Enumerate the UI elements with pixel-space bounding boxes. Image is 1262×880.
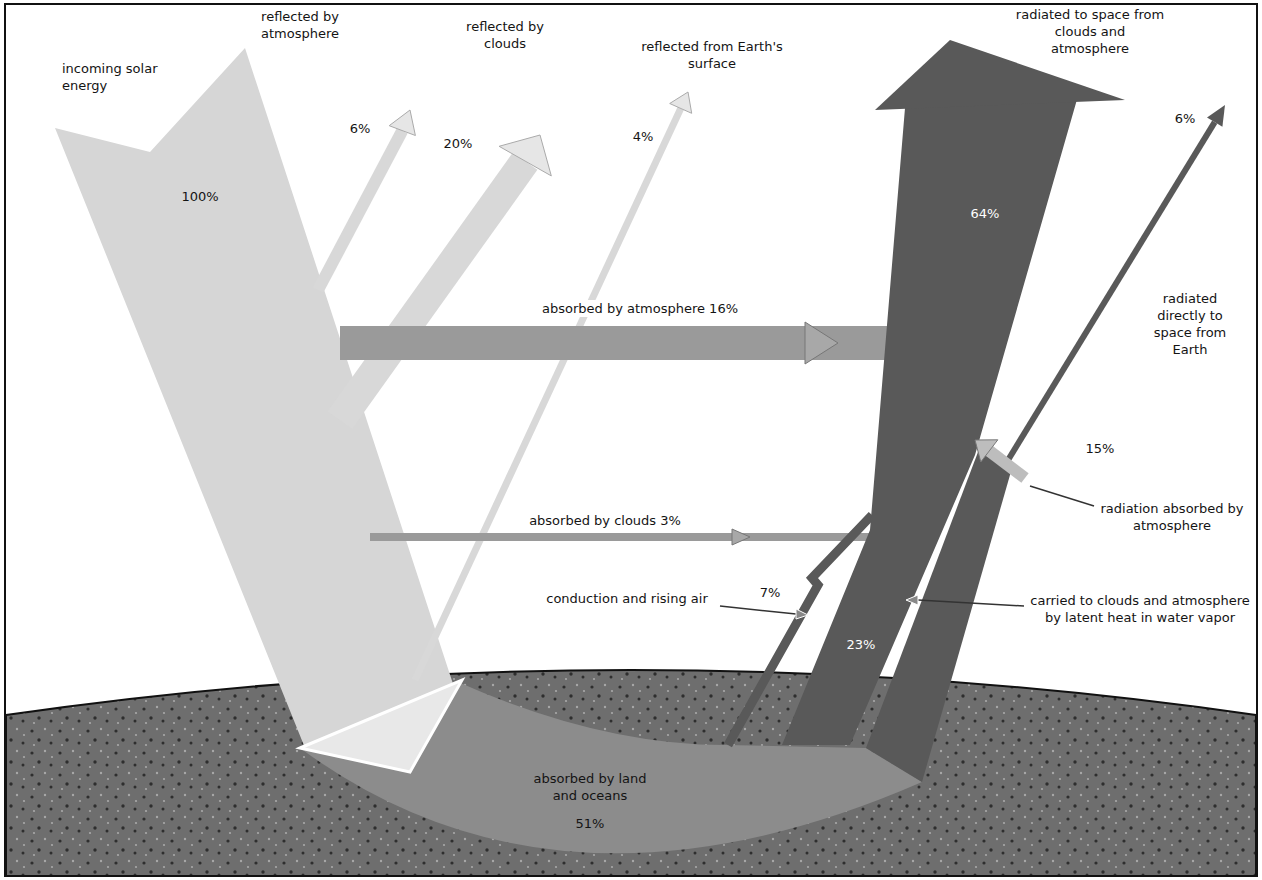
surface-radiation-band	[866, 452, 1012, 782]
flow-label: incoming solar energy	[62, 60, 180, 94]
reflected-surface-head	[670, 92, 692, 113]
flow-label: radiation absorbed by atmosphere	[1097, 500, 1247, 534]
incoming-arrowhead	[300, 680, 462, 772]
percent-label: 64%	[971, 205, 1000, 222]
percent-label: 4%	[633, 128, 654, 145]
reflected-clouds-head	[499, 135, 551, 176]
earth-ground	[6, 670, 1256, 876]
leader-pointer	[796, 609, 808, 619]
leader-line	[918, 600, 1024, 606]
flow-label: reflected from Earth's surface	[637, 38, 787, 72]
absorbed-radiation-shaft	[989, 451, 1025, 478]
percent-label: 23%	[847, 636, 876, 653]
flow-label: absorbed by clouds 3%	[525, 512, 685, 529]
reflected-atmosphere-shaft	[318, 131, 402, 290]
absorbed-radiation-head	[975, 440, 998, 462]
flow-label: conduction and rising air	[537, 590, 717, 607]
reflected-clouds-shaft	[340, 161, 525, 420]
flow-label: radiated to space from clouds and atmosp…	[1015, 6, 1165, 57]
percent-label: 7%	[760, 584, 781, 601]
leader-line	[720, 606, 796, 614]
absorbed-atmosphere-head	[805, 322, 838, 364]
percent-label: 51%	[576, 815, 605, 832]
incoming-band	[55, 48, 455, 748]
percent-label: 15%	[1086, 440, 1115, 457]
flow-label: radiated directly to space from Earth	[1140, 290, 1240, 358]
absorbed-clouds-band	[370, 533, 872, 541]
percent-label: 20%	[444, 135, 473, 152]
flow-label: reflected by atmosphere	[245, 8, 355, 42]
leader-pointer	[906, 595, 918, 605]
percent-label: 6%	[350, 120, 371, 137]
percent-label: 6%	[1175, 110, 1196, 127]
flow-label: reflected by clouds	[453, 18, 558, 52]
flow-label: absorbed by land and oceans	[520, 770, 660, 804]
direct-radiation-head	[1207, 105, 1225, 127]
percent-label: 100%	[181, 188, 218, 205]
flow-label: absorbed by atmosphere 16%	[538, 300, 742, 317]
frame-border	[5, 4, 1257, 876]
absorbed-clouds-head	[732, 529, 750, 545]
flow-label: carried to clouds and atmosphere by late…	[1030, 592, 1250, 626]
reflected-atmosphere-head	[389, 110, 415, 136]
leader-line	[1030, 486, 1094, 506]
